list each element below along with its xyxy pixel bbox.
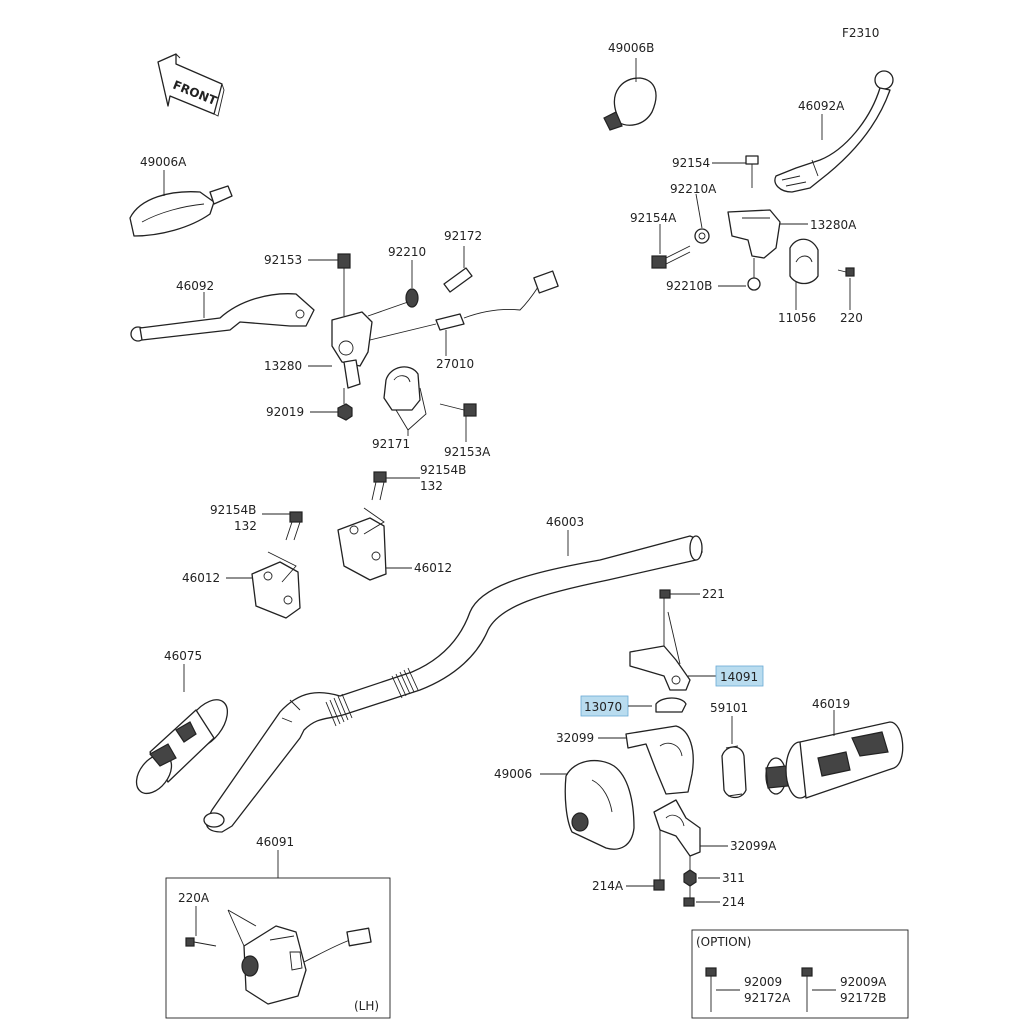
part-13070	[628, 697, 687, 713]
part-92210B	[747, 258, 761, 291]
label-59101: 59101	[710, 701, 748, 715]
part-11056	[789, 238, 819, 285]
label-92210B: 92210B	[666, 279, 712, 293]
label-46012-left: 46012	[182, 571, 220, 585]
label-92210A: 92210A	[670, 182, 717, 196]
part-92210	[367, 260, 419, 317]
label-14091: 14091	[720, 670, 758, 684]
part-32099A	[653, 799, 701, 857]
part-92009-92172A	[705, 967, 740, 1012]
label-27010: 27010	[436, 357, 474, 371]
figure-id: F2310	[842, 26, 879, 40]
part-46012-left	[251, 551, 301, 619]
part-92171	[383, 366, 427, 436]
part-214A	[653, 830, 665, 891]
label-92009A: 92009A	[840, 975, 887, 989]
part-13280A	[727, 209, 781, 259]
label-214: 214	[722, 895, 745, 909]
label-92172B: 92172B	[840, 991, 886, 1005]
part-92154B-right	[371, 471, 387, 501]
highlight-14091	[715, 665, 764, 687]
part-220A	[185, 906, 257, 947]
label-49006: 49006	[494, 767, 532, 781]
label-220: 220	[840, 311, 863, 325]
label-92172: 92172	[444, 229, 482, 243]
label-46092A: 46092A	[798, 99, 845, 113]
label-13280A: 13280A	[810, 218, 857, 232]
label-46003: 46003	[546, 515, 584, 529]
part-32099	[625, 725, 694, 795]
part-92019	[337, 388, 353, 421]
label-32099A: 32099A	[730, 839, 777, 853]
label-92009: 92009	[744, 975, 782, 989]
front-arrow: FRONT	[157, 53, 225, 117]
label-92153A: 92153A	[444, 445, 491, 459]
box-option	[691, 929, 909, 1019]
part-59101	[721, 745, 747, 799]
part-27010	[369, 270, 559, 356]
label-option: (OPTION)	[696, 935, 751, 949]
part-46012-right	[337, 507, 387, 581]
part-92009A-92172B	[801, 967, 836, 1012]
part-311	[683, 856, 697, 887]
label-132-right: 132	[420, 479, 443, 493]
label-46092: 46092	[176, 279, 214, 293]
part-92210A	[694, 228, 710, 244]
part-92153	[337, 253, 351, 316]
label-92172A: 92172A	[744, 991, 791, 1005]
label-92171: 92171	[372, 437, 410, 451]
label-92154B-left: 92154B	[210, 503, 256, 517]
label-132-left: 132	[234, 519, 257, 533]
label-46075: 46075	[164, 649, 202, 663]
part-14091	[629, 611, 691, 691]
label-11056: 11056	[778, 311, 816, 325]
label-46091: 46091	[256, 835, 294, 849]
part-92154	[745, 155, 759, 188]
label-221: 221	[702, 587, 725, 601]
label-32099: 32099	[556, 731, 594, 745]
part-92153A	[439, 403, 477, 442]
label-92019: 92019	[266, 405, 304, 419]
part-92154B-left	[285, 511, 303, 541]
part-46092A	[774, 70, 894, 193]
part-214	[683, 886, 695, 907]
label-92154A: 92154A	[630, 211, 677, 225]
label-49006B: 49006B	[608, 41, 654, 55]
label-92153: 92153	[264, 253, 302, 267]
label-92154: 92154	[672, 156, 710, 170]
label-220A: 220A	[178, 891, 210, 905]
part-92154A	[651, 245, 691, 269]
part-46003-handlebar	[203, 535, 703, 833]
box-46091	[165, 877, 391, 1019]
label-214A: 214A	[592, 879, 624, 893]
label-92154B-right: 92154B	[420, 463, 466, 477]
label-49006A: 49006A	[140, 155, 187, 169]
part-49006	[564, 759, 635, 850]
part-46019-grip	[765, 721, 904, 799]
label-311: 311	[722, 871, 745, 885]
part-49006A	[129, 185, 233, 237]
part-46092	[130, 293, 315, 342]
label-lh: (LH)	[354, 999, 379, 1013]
label-46012-right: 46012	[414, 561, 452, 575]
part-221	[659, 589, 700, 612]
label-46019: 46019	[812, 697, 850, 711]
label-13070: 13070	[584, 700, 622, 714]
part-46091-switch	[241, 925, 372, 1005]
part-92172	[443, 246, 473, 293]
part-13280	[331, 311, 373, 389]
part-46075-grip	[135, 699, 229, 795]
part-49006B	[603, 77, 657, 131]
part-220	[837, 267, 855, 277]
label-92210: 92210	[388, 245, 426, 259]
label-13280: 13280	[264, 359, 302, 373]
